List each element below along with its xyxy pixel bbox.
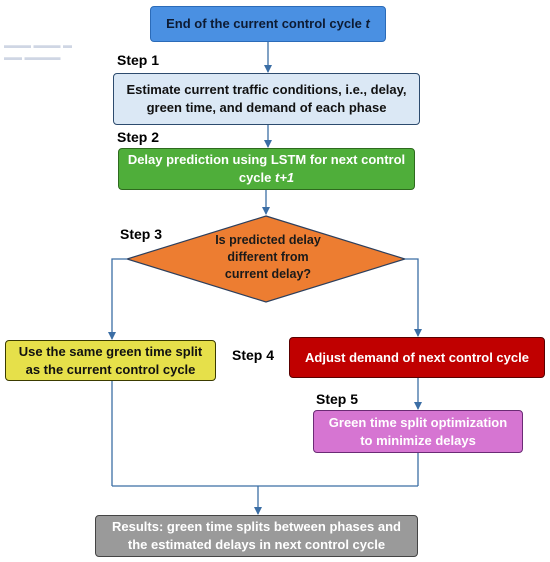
arrow-decision-to-adjust: [405, 258, 422, 337]
prediction-line2: cycle: [238, 170, 275, 185]
estimate-node: Estimate current traffic conditions, i.e…: [113, 73, 420, 125]
decision-diamond: [124, 215, 408, 303]
faint-text: ▬▬▬ ▬▬▬ ▬: [4, 40, 73, 50]
same-line1: Use the same green time split: [18, 343, 203, 359]
results-line1: Results: green time splits between phase…: [112, 519, 401, 535]
step5-label: Step 5: [316, 391, 359, 407]
adjust-text: Adjust demand of next control cycle: [305, 349, 529, 365]
start-italic: t: [365, 16, 370, 32]
delay-prediction-node: Delay prediction using LSTM for next con…: [118, 148, 415, 190]
start-node: End of the current control cycle t: [150, 6, 386, 42]
decision-line2: different from: [227, 249, 309, 264]
results-node: Results: green time splits between phase…: [95, 515, 418, 557]
decision-line1: Is predicted delay: [215, 233, 321, 247]
results-line2: the estimated delays in next control cyc…: [127, 537, 386, 552]
arrow-decision-to-same-split: [108, 258, 127, 340]
optimization-node: Green time split optimization to minimiz…: [313, 410, 523, 453]
prediction-line1: Delay prediction using LSTM for next con…: [127, 152, 406, 168]
same-split-node: Use the same green time split as the cur…: [5, 340, 216, 381]
prediction-italic: t+1: [275, 170, 295, 185]
same-line2: as the current control cycle: [25, 361, 196, 377]
estimate-line2: green time, and demand of each phase: [146, 100, 387, 115]
decision-line3: current delay?: [224, 266, 312, 281]
opt-line1: Green time split optimization: [328, 414, 508, 430]
opt-line2: to minimize delays: [360, 432, 476, 448]
decision-text: Is predicted delay different from curren…: [205, 232, 331, 283]
step2-label: Step 2: [117, 129, 160, 145]
step4-label: Step 4: [232, 347, 275, 363]
step3-label: Step 3: [120, 226, 163, 242]
adjust-demand-node: Adjust demand of next control cycle: [289, 337, 545, 378]
estimate-line1: Estimate current traffic conditions, i.e…: [126, 82, 407, 98]
faint-text: ▬▬ ▬▬▬▬: [4, 52, 61, 62]
start-text: End of the current control cycle: [166, 16, 366, 32]
step1-label: Step 1: [117, 52, 160, 68]
